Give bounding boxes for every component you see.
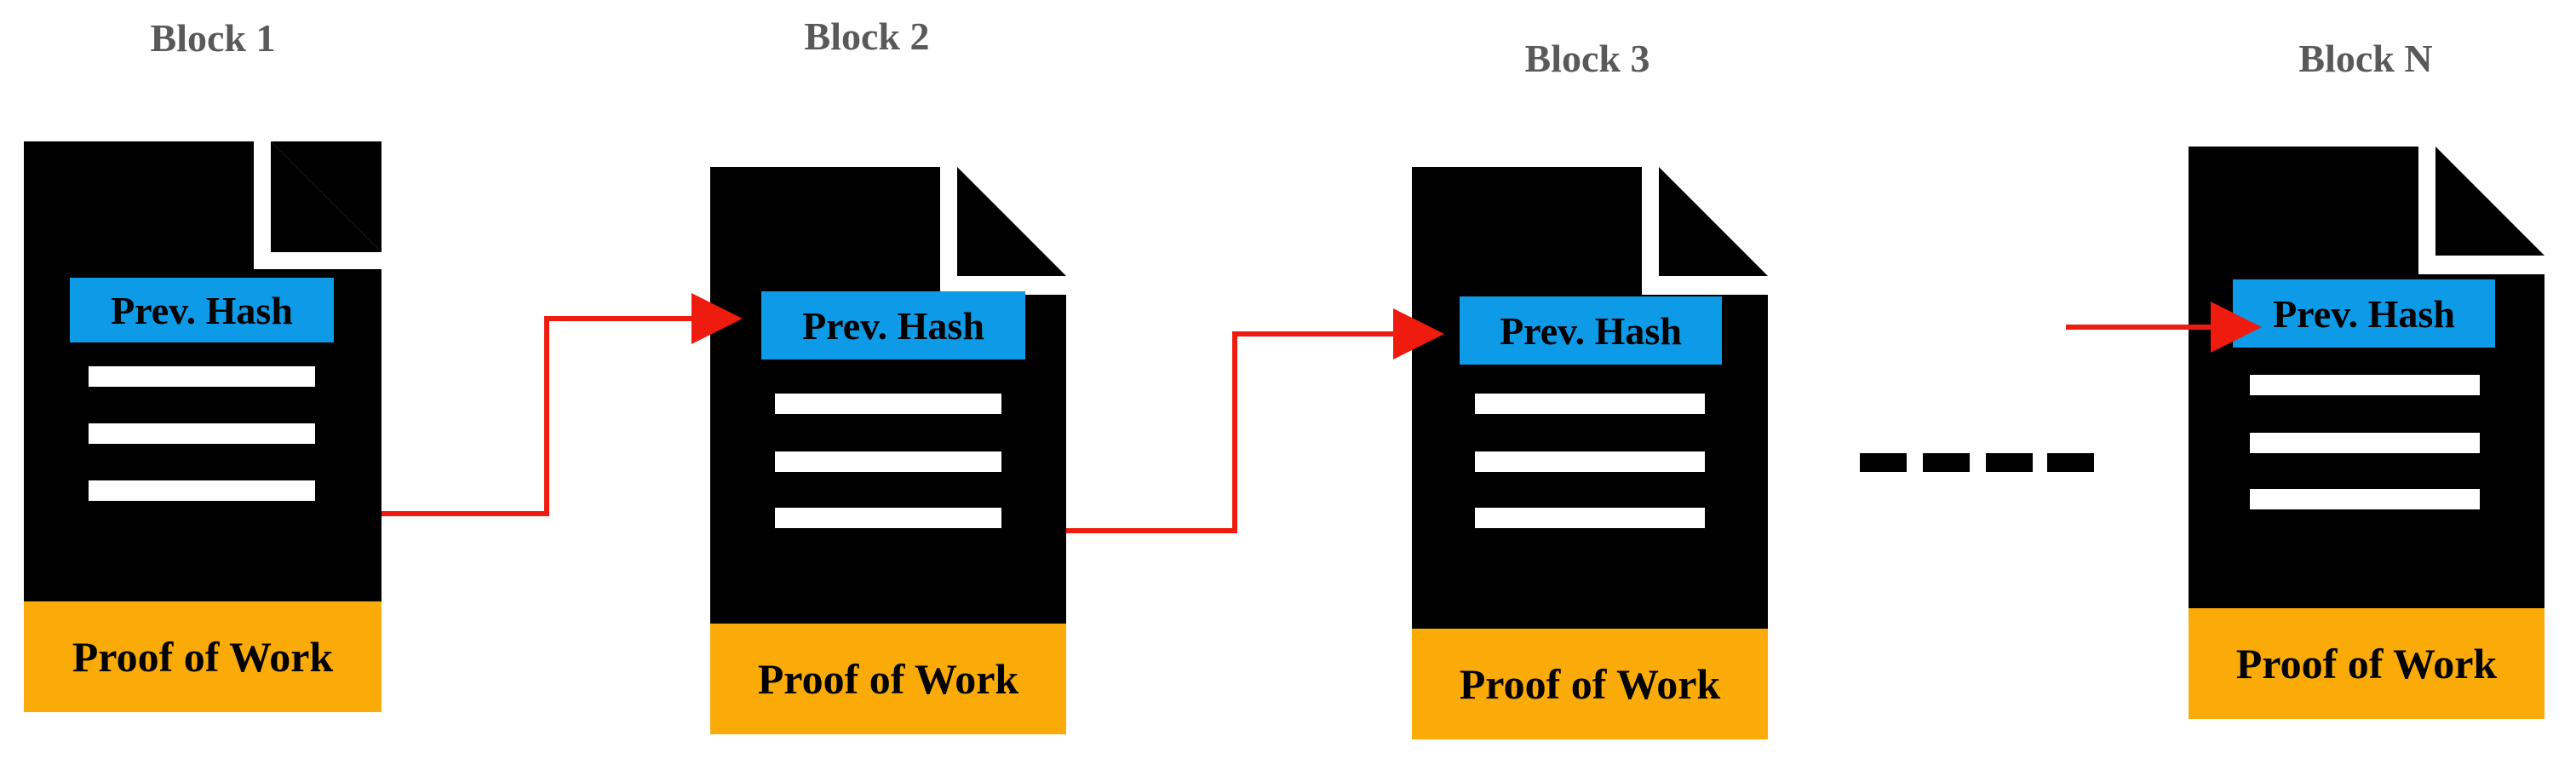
block-n-line-3 <box>2250 489 2480 509</box>
block-2-line-3 <box>775 508 1001 528</box>
block-1-line-1 <box>89 366 315 387</box>
block-3-line-1 <box>1475 394 1705 414</box>
block-n-title: Block N <box>2298 37 2433 80</box>
arrow-block-1-to-2 <box>382 293 743 516</box>
block-2-line-1 <box>775 394 1001 414</box>
block-3-line-2 <box>1475 451 1705 472</box>
block-1-line-2 <box>89 423 315 444</box>
block-2-prev-hash: Prev. Hash <box>761 291 1025 359</box>
block-1-line-3 <box>89 480 315 501</box>
block-3-title: Block 3 <box>1524 37 1650 80</box>
block-2-doc-fold <box>940 167 1066 295</box>
ellipsis-dash-4 <box>2047 453 2094 472</box>
block-3-proof-of-work: Proof of Work <box>1412 629 1768 739</box>
ellipsis-dash-1 <box>1860 453 1907 472</box>
block-n-line-2 <box>2250 433 2480 453</box>
block-1-title: Block 1 <box>150 16 276 60</box>
block-n-doc-fold <box>2418 147 2544 274</box>
block-n-prev-hash: Prev. Hash <box>2233 279 2495 348</box>
block-n-proof-of-work: Proof of Work <box>2189 608 2544 719</box>
ellipsis-dash-3 <box>1986 453 2033 472</box>
block-2-proof-of-work: Proof of Work <box>710 624 1066 734</box>
block-3-prev-hash: Prev. Hash <box>1460 296 1722 365</box>
block-1-proof-of-work: Proof of Work <box>24 601 382 712</box>
block-n-line-1 <box>2250 375 2480 395</box>
block-1-prev-hash: Prev. Hash <box>70 278 334 342</box>
block-2-title: Block 2 <box>804 14 930 58</box>
ellipsis-dash-2 <box>1923 453 1970 472</box>
arrow-block-2-to-3 <box>1066 308 1444 533</box>
block-3-doc-fold <box>1642 167 1768 295</box>
block-3-line-3 <box>1475 508 1705 528</box>
block-2-line-2 <box>775 451 1001 472</box>
block-1-doc-fold <box>24 141 382 269</box>
